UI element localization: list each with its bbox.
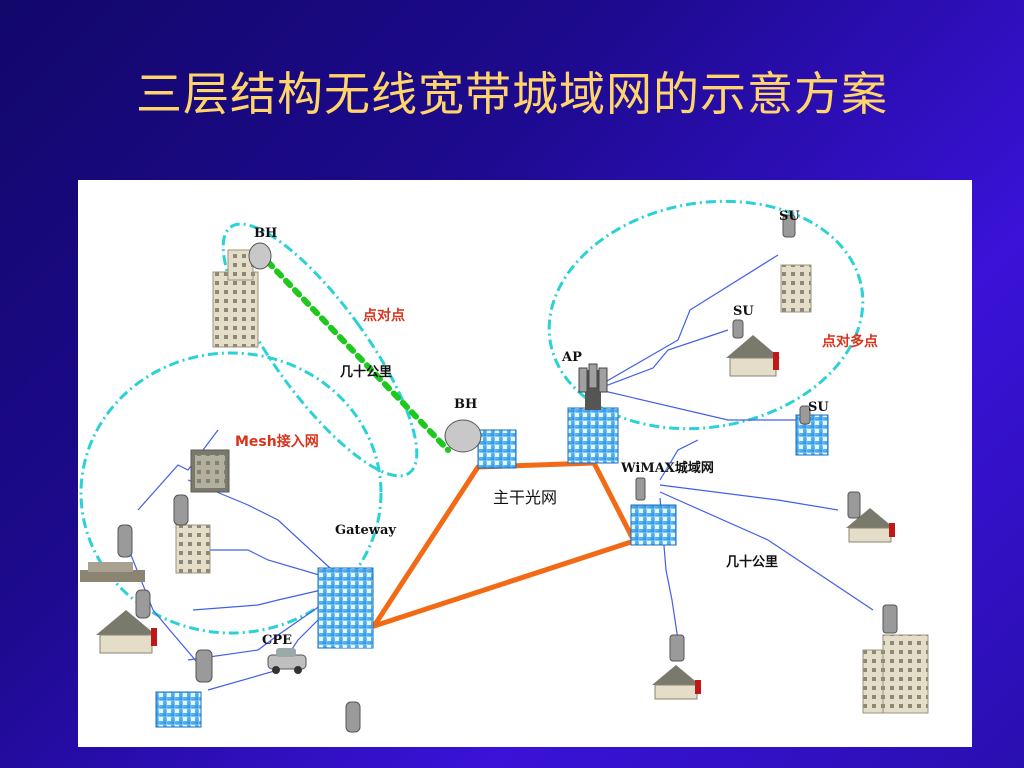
antenna-bottom [345, 701, 361, 733]
house-wimax-bottom [652, 665, 701, 700]
antenna-bottom-right [882, 604, 898, 634]
house-su-mid [726, 335, 780, 377]
building-gateway [317, 567, 374, 649]
p2p-link [265, 259, 451, 453]
building-bottom-right [862, 634, 929, 714]
label-backbone: 主干光网 [493, 488, 557, 507]
label-mesh-access: Mesh接入网 [235, 433, 319, 450]
antenna-wimax-right [847, 491, 861, 519]
label-wimax-metro: WiMAX城域网 [620, 460, 714, 476]
dish-bh-mid [444, 419, 482, 453]
dish-bh-top [248, 242, 272, 270]
building-mesh-mid [175, 524, 211, 574]
label-cpe: CPE [262, 633, 292, 648]
p2p-coverage-ellipse [221, 222, 419, 478]
antenna-mesh-1 [117, 524, 133, 558]
building-bh-top [212, 249, 259, 348]
house-mesh [96, 610, 157, 654]
mesh-coverage-ellipse [79, 351, 383, 635]
antenna-wimax-panel [635, 477, 646, 501]
mesh-vehicle [80, 562, 145, 582]
label-bh-mid: BH [454, 397, 477, 412]
coverage-ellipses [79, 199, 865, 635]
label-ap: AP [561, 350, 582, 365]
antennas [117, 214, 898, 733]
antenna-mesh-2 [135, 589, 151, 619]
ap-tower [578, 363, 608, 410]
house-wimax-right [846, 508, 895, 543]
building-ap [567, 407, 619, 464]
label-tens-km-left: 几十公里 [340, 364, 392, 380]
building-wimax [630, 504, 677, 546]
antenna-mesh-4 [195, 649, 213, 683]
building-mesh-top [190, 449, 230, 493]
network-diagram-panel: BH BH 点对点 几十公里 Mesh接入网 Gateway CPE 主干光网 … [78, 180, 972, 747]
label-su-1: SU [779, 209, 800, 224]
diagram-labels: BH BH 点对点 几十公里 Mesh接入网 Gateway CPE 主干光网 … [235, 209, 878, 648]
p2mp-coverage-ellipse [547, 199, 865, 431]
label-bh-top: BH [254, 226, 277, 241]
antenna-mesh-3 [173, 494, 189, 526]
slide-title: 三层结构无线宽带城域网的示意方案 [136, 67, 888, 121]
label-tens-km-right: 几十公里 [726, 554, 778, 570]
antenna-su-top [782, 214, 796, 238]
label-su-3: SU [808, 400, 829, 415]
label-su-2: SU [733, 304, 754, 319]
network-diagram: BH BH 点对点 几十公里 Mesh接入网 Gateway CPE 主干光网 … [79, 199, 929, 733]
antenna-wimax-bottom [669, 634, 685, 662]
antenna-su-mid [732, 319, 744, 339]
label-point-to-point: 点对点 [363, 307, 405, 324]
building-su-top [780, 264, 812, 313]
building-bottom-left [155, 691, 202, 728]
label-gateway: Gateway [335, 523, 396, 538]
building-bh-mid [477, 429, 517, 469]
label-point-to-multipoint: 点对多点 [822, 333, 878, 350]
antenna-su-right [799, 405, 811, 425]
cpe-car [267, 648, 307, 674]
